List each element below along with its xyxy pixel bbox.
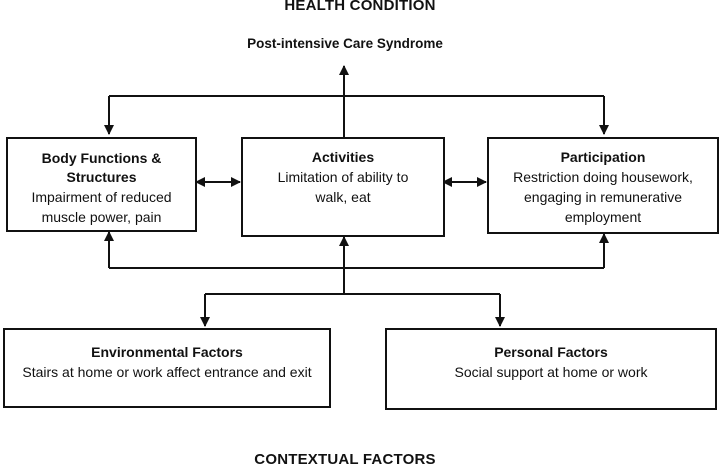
- contextual-factors-heading: CONTEXTUAL FACTORS: [254, 451, 436, 468]
- environmental-factors-box: Environmental Factors Stairs at home or …: [3, 328, 331, 408]
- body-functions-title-line2: Structures: [66, 169, 137, 185]
- activities-box: Activities Limitation of ability to walk…: [241, 137, 445, 237]
- body-functions-text: Impairment of reduced muscle power, pain: [31, 189, 172, 225]
- personal-factors-title: Personal Factors: [494, 344, 608, 360]
- participation-title: Participation: [560, 149, 646, 165]
- participation-box: Participation Restriction doing housewor…: [487, 137, 719, 234]
- participation-text: Restriction doing housework, engaging in…: [513, 169, 693, 225]
- environmental-factors-text: Stairs at home or work affect entrance a…: [22, 364, 312, 380]
- activities-title: Activities: [311, 149, 375, 165]
- health-condition-label: Post-intensive Care Syndrome: [247, 36, 443, 51]
- activities-text: Limitation of ability to walk, eat: [277, 169, 409, 205]
- personal-factors-box: Personal Factors Social support at home …: [385, 328, 717, 410]
- health-condition-heading: HEALTH CONDITION: [284, 0, 436, 14]
- body-functions-box: Body Functions & Structures Impairment o…: [6, 137, 197, 232]
- body-functions-title-line1: Body Functions &: [41, 150, 162, 166]
- personal-factors-text: Social support at home or work: [454, 364, 648, 380]
- environmental-factors-title: Environmental Factors: [91, 344, 243, 360]
